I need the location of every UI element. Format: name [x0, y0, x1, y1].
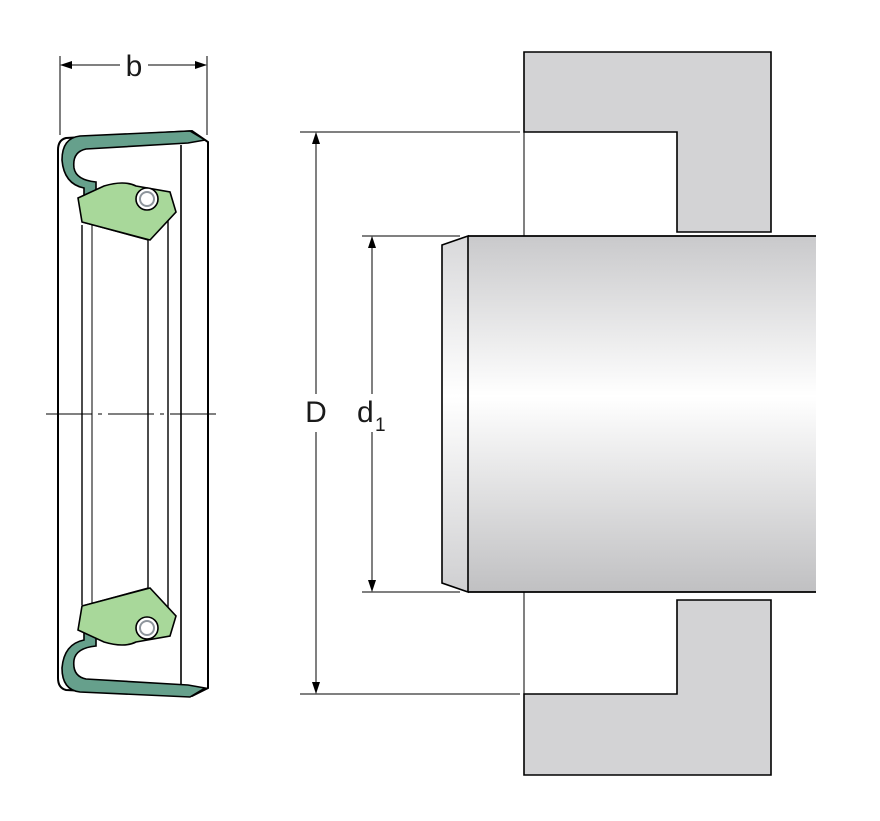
seal-case-upper: [61, 130, 208, 213]
seal-case-lower: [61, 615, 208, 698]
outer-diameter-dimension: D: [300, 131, 520, 695]
housing-lower: [523, 599, 772, 776]
b-label: b: [126, 50, 143, 83]
housing-upper: [523, 51, 772, 233]
d1-subscript: 1: [375, 415, 386, 436]
shaft-diameter-dimension: d 1: [357, 235, 460, 593]
garter-spring-upper-inner: [139, 191, 155, 207]
garter-spring-lower-inner: [139, 620, 155, 636]
seal-lip-lower: [77, 587, 177, 646]
shaft-body: [468, 236, 816, 592]
D-label: D: [305, 396, 327, 429]
width-dimension: b: [59, 50, 208, 135]
d1-label: d: [357, 396, 374, 429]
shaft: [441, 234, 816, 594]
housing: [523, 51, 772, 776]
shaft-chamfer: [441, 234, 469, 594]
shaft-seal: [46, 129, 222, 698]
seal-lip-upper: [77, 182, 177, 241]
